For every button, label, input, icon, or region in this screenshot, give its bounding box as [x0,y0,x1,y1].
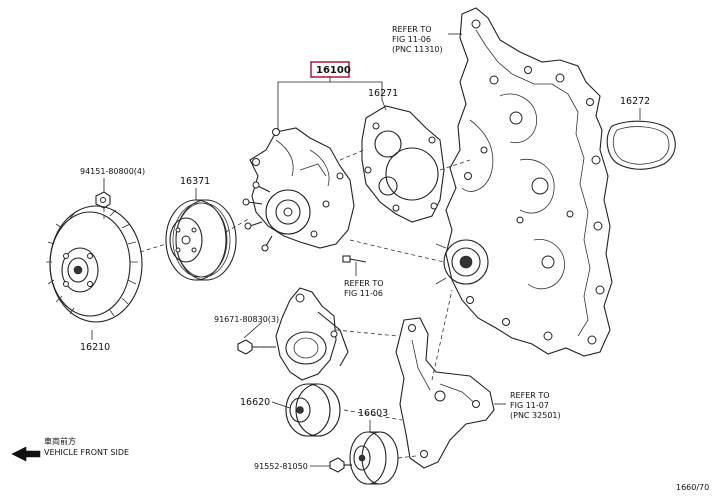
tensioner-pulley [285,383,341,437]
ref-timing-cover-line2: FIG 11-06 [392,35,431,44]
gasket-16272-shape [606,120,676,170]
bolt-91552-label: 91552-81050 [254,462,308,471]
generator-bracket [395,317,495,469]
direction-jp-label: 車両前方 [44,436,76,446]
ref-timing-cover-line1: REFER TO [392,25,432,34]
ref-bracket-line2: FIG 11-07 [510,401,549,410]
fan-nut-shape [95,191,111,209]
bolt-91552-shape [329,457,352,473]
idler-pulley-label: 16603 [358,408,388,419]
vehicle-front-arrow-icon [11,446,41,462]
gasket-16271-label: 16271 [368,88,398,99]
pump-bolt [342,255,367,263]
figure-id: 1660/70 [676,483,709,492]
assembly-label-box [310,61,350,78]
idler-pulley-shape [349,431,399,485]
assembly-label: 16100 [316,65,351,76]
pulley-16371-shape [165,199,237,281]
gasket-16272-label: 16272 [620,96,650,107]
fan-clutch-label: 16210 [80,342,110,353]
ref-bracket-line3: (PNC 32501) [510,411,561,420]
timing-chain-cover [435,7,613,357]
fan-clutch-shape [46,205,143,323]
gasket-16271-shape [361,105,445,223]
pulley-label: 16371 [180,176,210,187]
tensioner-assembly [275,287,349,381]
ref-timing-cover-line3: (PNC 11310) [392,45,443,54]
fan-nut-label: 94151-80800(4) [80,167,145,176]
water-pump [242,127,355,252]
ref-bolt-line2: FIG 11-06 [344,289,383,298]
leader-lines [91,33,641,467]
ref-bolt-line1: REFER TO [344,279,384,288]
tensioner-label: 16620 [240,397,270,408]
bolt-91671-label: 91671-80830(3) [214,315,279,324]
bolt-91671-shape [237,339,276,355]
ref-bracket-line1: REFER TO [510,391,550,400]
direction-label: VEHICLE FRONT SIDE [44,448,129,457]
